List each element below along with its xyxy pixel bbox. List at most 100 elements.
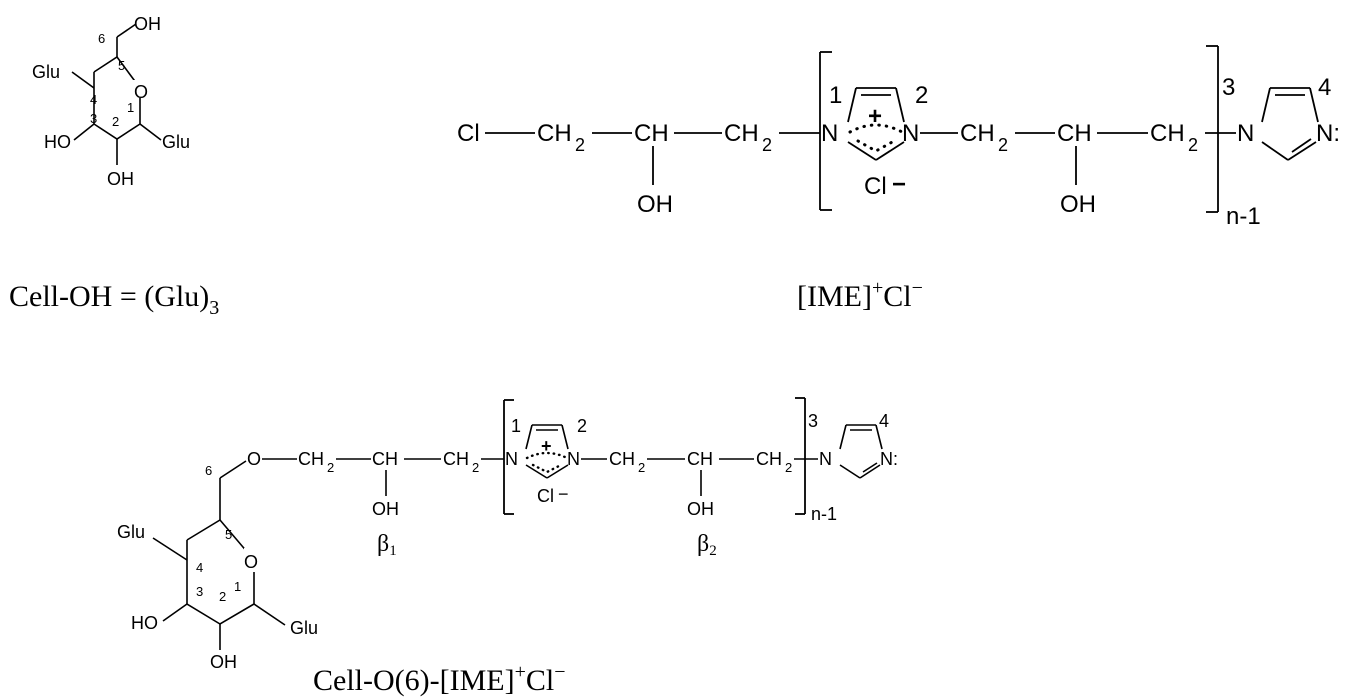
repeat-count-label: n-1 — [1226, 203, 1261, 230]
ch2-label: CH — [443, 449, 469, 469]
c6-o-bond — [219, 460, 247, 479]
ho-left-label: HO — [131, 613, 158, 633]
imidazole-ring-bond — [875, 424, 883, 450]
ch-label: CH — [634, 120, 669, 147]
chloride-end-label: Cl — [457, 120, 480, 147]
ring-o-mask — [132, 80, 150, 98]
beta2-label: β2 — [697, 531, 717, 559]
carbon-number-3: 3 — [196, 584, 203, 599]
imidazole-ring-bond — [839, 464, 861, 479]
glu-right-label: Glu — [162, 132, 190, 152]
minus-charge: − — [892, 171, 906, 198]
imidazolium-ring-bond — [847, 87, 857, 123]
carbon-number-4: 4 — [196, 560, 203, 575]
carbon-number-1: 1 — [234, 579, 241, 594]
beta-subscript: 1 — [389, 543, 397, 559]
beta1-label: β1 — [377, 531, 397, 559]
position-index-2: 2 — [915, 82, 928, 109]
glu-left-label: Glu — [117, 522, 145, 542]
product-caption: Cell-O(6)-[IME]+Cl− — [313, 661, 566, 697]
ime-caption-text: [IME] — [797, 280, 872, 313]
ring-o-label: O — [134, 82, 148, 102]
ime-caption-superscript: + — [872, 277, 883, 299]
imidazole-ring-bond — [1309, 87, 1319, 123]
imidazolium-ring-bond — [561, 424, 569, 450]
imidazole-ring-bond — [859, 464, 881, 479]
imidazolium-ring-bond — [895, 87, 905, 123]
imidazolium-n1-label: N — [821, 120, 838, 147]
ch-label: CH — [372, 449, 398, 469]
glucose-ring-bond — [93, 55, 141, 140]
chloride-counterion: Cl — [537, 486, 554, 506]
ch-label: CH — [687, 449, 713, 469]
imidazolium-ring-bond — [525, 424, 533, 450]
imidazolium-n1-label: N — [505, 449, 518, 469]
carbon-number-1: 1 — [127, 100, 134, 115]
ch2-subscript: 2 — [472, 460, 479, 475]
imidazole-ring-bond — [839, 424, 847, 450]
imidazole-ring-bond — [1287, 141, 1317, 161]
ring-o-mask — [244, 548, 266, 572]
ch2-label: CH — [537, 120, 572, 147]
ether-o-label: O — [247, 449, 261, 469]
glucose-unit-structure: OH Glu O HO OH Glu 1 2 3 4 5 6 — [32, 14, 190, 189]
product-caption-superscript: − — [554, 661, 565, 683]
oh-label: OH — [687, 499, 714, 519]
carbon-number-2: 2 — [112, 114, 119, 129]
repeat-count-label: n-1 — [811, 504, 837, 524]
oh-top-label: OH — [134, 14, 161, 34]
carbon-number-3: 3 — [90, 111, 97, 126]
imidazole-ring-double-bond — [1291, 138, 1312, 153]
positive-charge: + — [868, 103, 882, 130]
ho-bond — [162, 603, 188, 622]
ch2-subscript: 2 — [998, 135, 1008, 155]
ime-structure: Cl CH 2 CH OH CH 2 N 1 + N 2 Cl − CH 2 C… — [457, 45, 1340, 230]
product-structure: O Glu HO OH Glu 1 2 3 4 5 6 O CH 2 CH OH… — [117, 397, 898, 672]
oh-bottom-label: OH — [107, 169, 134, 189]
imidazole-ring-double-bond — [862, 462, 878, 473]
position-index-1: 1 — [511, 416, 521, 436]
position-index-4: 4 — [1318, 74, 1331, 101]
glucose-ring-bond — [186, 518, 255, 625]
oh-label: OH — [1060, 191, 1096, 218]
ch-label: CH — [1057, 120, 1092, 147]
cell-oh-caption: Cell-OH = (Glu)3 — [9, 280, 219, 319]
chloride-counterion: Cl — [864, 173, 887, 200]
beta-symbol: β — [697, 531, 709, 557]
carbon-number-5: 5 — [118, 58, 125, 73]
carbon-number-4: 4 — [90, 92, 97, 107]
ch2-label: CH — [298, 449, 324, 469]
ho-bond — [73, 123, 95, 141]
ime-caption-superscript: − — [912, 277, 923, 299]
ch2-label: CH — [724, 120, 759, 147]
oh-label: OH — [637, 191, 673, 218]
glu-right-label: Glu — [290, 618, 318, 638]
beta-symbol: β — [377, 531, 389, 557]
product-caption-cl: Cl — [526, 664, 554, 697]
imidazole-n1-label: N — [819, 449, 832, 469]
position-index-2: 2 — [577, 416, 587, 436]
beta-subscript: 2 — [709, 543, 717, 559]
ch2-label: CH — [756, 449, 782, 469]
minus-charge: − — [558, 484, 569, 504]
ch2-label: CH — [1150, 120, 1185, 147]
imidazolium-ring-bond — [525, 464, 548, 479]
position-index-1: 1 — [829, 82, 842, 109]
ch2-subscript: 2 — [575, 135, 585, 155]
position-index-4: 4 — [879, 411, 889, 431]
ch2-subscript: 2 — [327, 460, 334, 475]
ring-o-label: O — [244, 552, 258, 572]
cell-oh-caption-subscript: 3 — [209, 297, 219, 319]
imidazole-n3-lone-pair-label: N: — [880, 449, 898, 469]
ch2-subscript: 2 — [1188, 135, 1198, 155]
imidazole-n3-lone-pair-label: N: — [1316, 120, 1340, 147]
positive-charge: + — [541, 436, 552, 456]
ime-caption: [IME]+Cl− — [797, 277, 923, 313]
glu-left-label: Glu — [32, 62, 60, 82]
imidazolium-ring-bond — [546, 464, 569, 479]
oh-label: OH — [372, 499, 399, 519]
ch2-label: CH — [960, 120, 995, 147]
position-index-3: 3 — [1222, 74, 1235, 101]
ho-left-label: HO — [44, 132, 71, 152]
